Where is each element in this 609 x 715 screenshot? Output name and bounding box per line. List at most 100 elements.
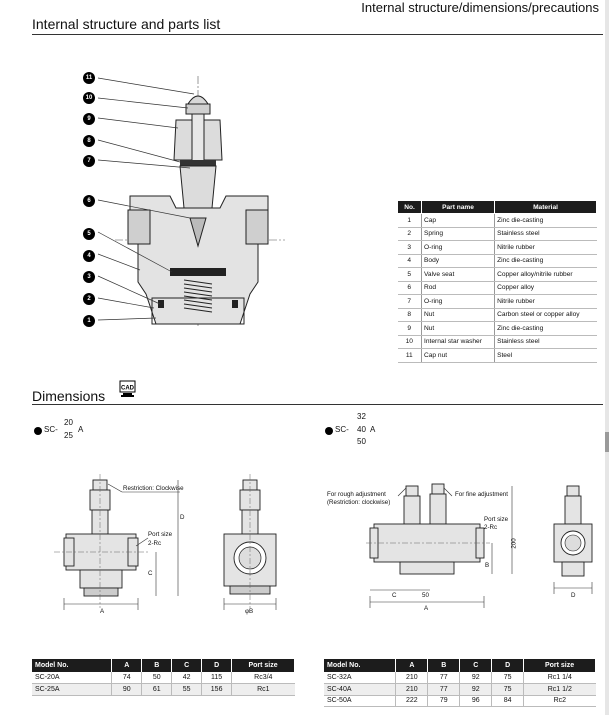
part-name-cell: Cap [420, 213, 495, 228]
part-material-cell: Zinc die-casting [494, 213, 597, 228]
dims-cell: 92 [459, 672, 492, 684]
part-material-cell: Copper alloy/nitrile rubber [494, 267, 597, 282]
dims-cell: 75 [491, 672, 524, 684]
part-no-cell: 7 [397, 294, 422, 309]
dimensions-title: Dimensions [32, 388, 106, 404]
dims-header-cell: Port size [523, 659, 596, 672]
col-no: No. [397, 200, 422, 214]
callout-1: 1 [83, 315, 95, 327]
dims-cell: 115 [201, 672, 232, 684]
callout-2: 2 [83, 293, 95, 305]
part-no-cell: 6 [397, 281, 422, 295]
callout-8: 8 [83, 135, 95, 147]
part-no-cell: 4 [397, 254, 422, 268]
part-material-cell: Nitrile rubber [494, 294, 597, 309]
left-dim-d: D [180, 514, 185, 521]
dims-header-cell: B [427, 659, 461, 672]
part-no-cell: 9 [397, 321, 422, 336]
part-material-cell: Stainless steel [494, 227, 597, 241]
callout-6: 6 [83, 195, 95, 207]
dims-cell: 222 [395, 695, 428, 707]
right-model-prefix: SC- [335, 425, 349, 434]
callout-5: 5 [83, 228, 95, 240]
left-model-suffix: A [78, 425, 84, 434]
dims-header-cell: D [491, 659, 525, 672]
part-name-cell: Rod [420, 281, 495, 295]
right-model-size-2: 40 [357, 425, 366, 434]
left-front-view-drawing [54, 474, 180, 610]
right-dim-a: A [424, 605, 429, 612]
col-part-name: Part name [420, 200, 496, 214]
part-name-cell: O-ring [420, 294, 495, 309]
callout-3: 3 [83, 271, 95, 283]
dimensions-title-rule [32, 404, 603, 405]
left-port-spec-label: 2-Rc [148, 540, 162, 547]
part-material-cell: Nitrile rubber [494, 240, 597, 255]
right-dim-c: C [392, 592, 397, 599]
dims-cell: 75 [491, 683, 524, 696]
left-model-bullet [34, 427, 42, 435]
dims-header-cell: C [171, 659, 203, 672]
dims-cell: 77 [427, 672, 460, 684]
part-no-cell: 11 [397, 348, 422, 363]
right-edge-strip [605, 0, 609, 715]
valve-cross-section-drawing [97, 76, 285, 326]
right-model-size-3: 50 [357, 437, 366, 446]
dims-cell: Rc1 1/2 [523, 683, 596, 696]
dims-header-cell: C [459, 659, 493, 672]
part-name-cell: Nut [420, 308, 495, 322]
right-model-bullet [325, 427, 333, 435]
right-front-view-drawing [366, 483, 513, 608]
dims-cell: 55 [171, 683, 202, 696]
dims-cell: 61 [141, 683, 172, 696]
part-material-cell: Copper alloy [494, 281, 597, 295]
part-name-cell: Valve seat [420, 267, 495, 282]
right-dim-d: D [571, 592, 576, 599]
right-port-spec-label: 2-Rc [484, 524, 498, 531]
dims-cell: Rc2 [523, 695, 596, 707]
svg-text:CAD: CAD [121, 386, 135, 392]
part-name-cell: Internal star washer [420, 335, 495, 349]
left-model-prefix: SC- [44, 425, 58, 434]
dims-cell: Rc3/4 [231, 672, 295, 684]
dims-cell: Rc1 [231, 683, 295, 696]
part-no-cell: 3 [397, 240, 422, 255]
right-rough-restriction-label: (Restriction: clockwise) [327, 499, 391, 506]
right-model-size-1: 32 [357, 412, 366, 421]
dims-cell: 42 [171, 672, 202, 684]
scrollbar-thumb[interactable] [605, 432, 609, 452]
dims-cell: 79 [427, 695, 460, 707]
part-name-cell: O-ring [420, 240, 495, 255]
dims-cell: 210 [395, 672, 428, 684]
part-name-cell: Nut [420, 321, 495, 336]
right-fine-label: For fine adjustment [455, 491, 508, 498]
part-no-cell: 10 [397, 335, 422, 349]
right-model-suffix: A [370, 425, 376, 434]
callout-9: 9 [83, 113, 95, 125]
dims-header-cell: Port size [231, 659, 295, 672]
dims-cell: 84 [491, 695, 524, 707]
cad-icon[interactable]: CAD [119, 380, 136, 398]
structure-title: Internal structure and parts list [32, 16, 221, 32]
dims-cell: 74 [111, 672, 142, 684]
part-no-cell: 8 [397, 308, 422, 322]
left-dim-a: A [100, 608, 105, 615]
right-dim-b: B [485, 562, 490, 569]
dims-cell: SC-25A [32, 683, 112, 696]
col-material: Material [494, 200, 597, 214]
part-no-cell: 1 [397, 213, 422, 228]
part-name-cell: Body [420, 254, 495, 268]
dims-cell: 210 [395, 683, 428, 696]
left-port-size-label: Port size [148, 531, 173, 538]
